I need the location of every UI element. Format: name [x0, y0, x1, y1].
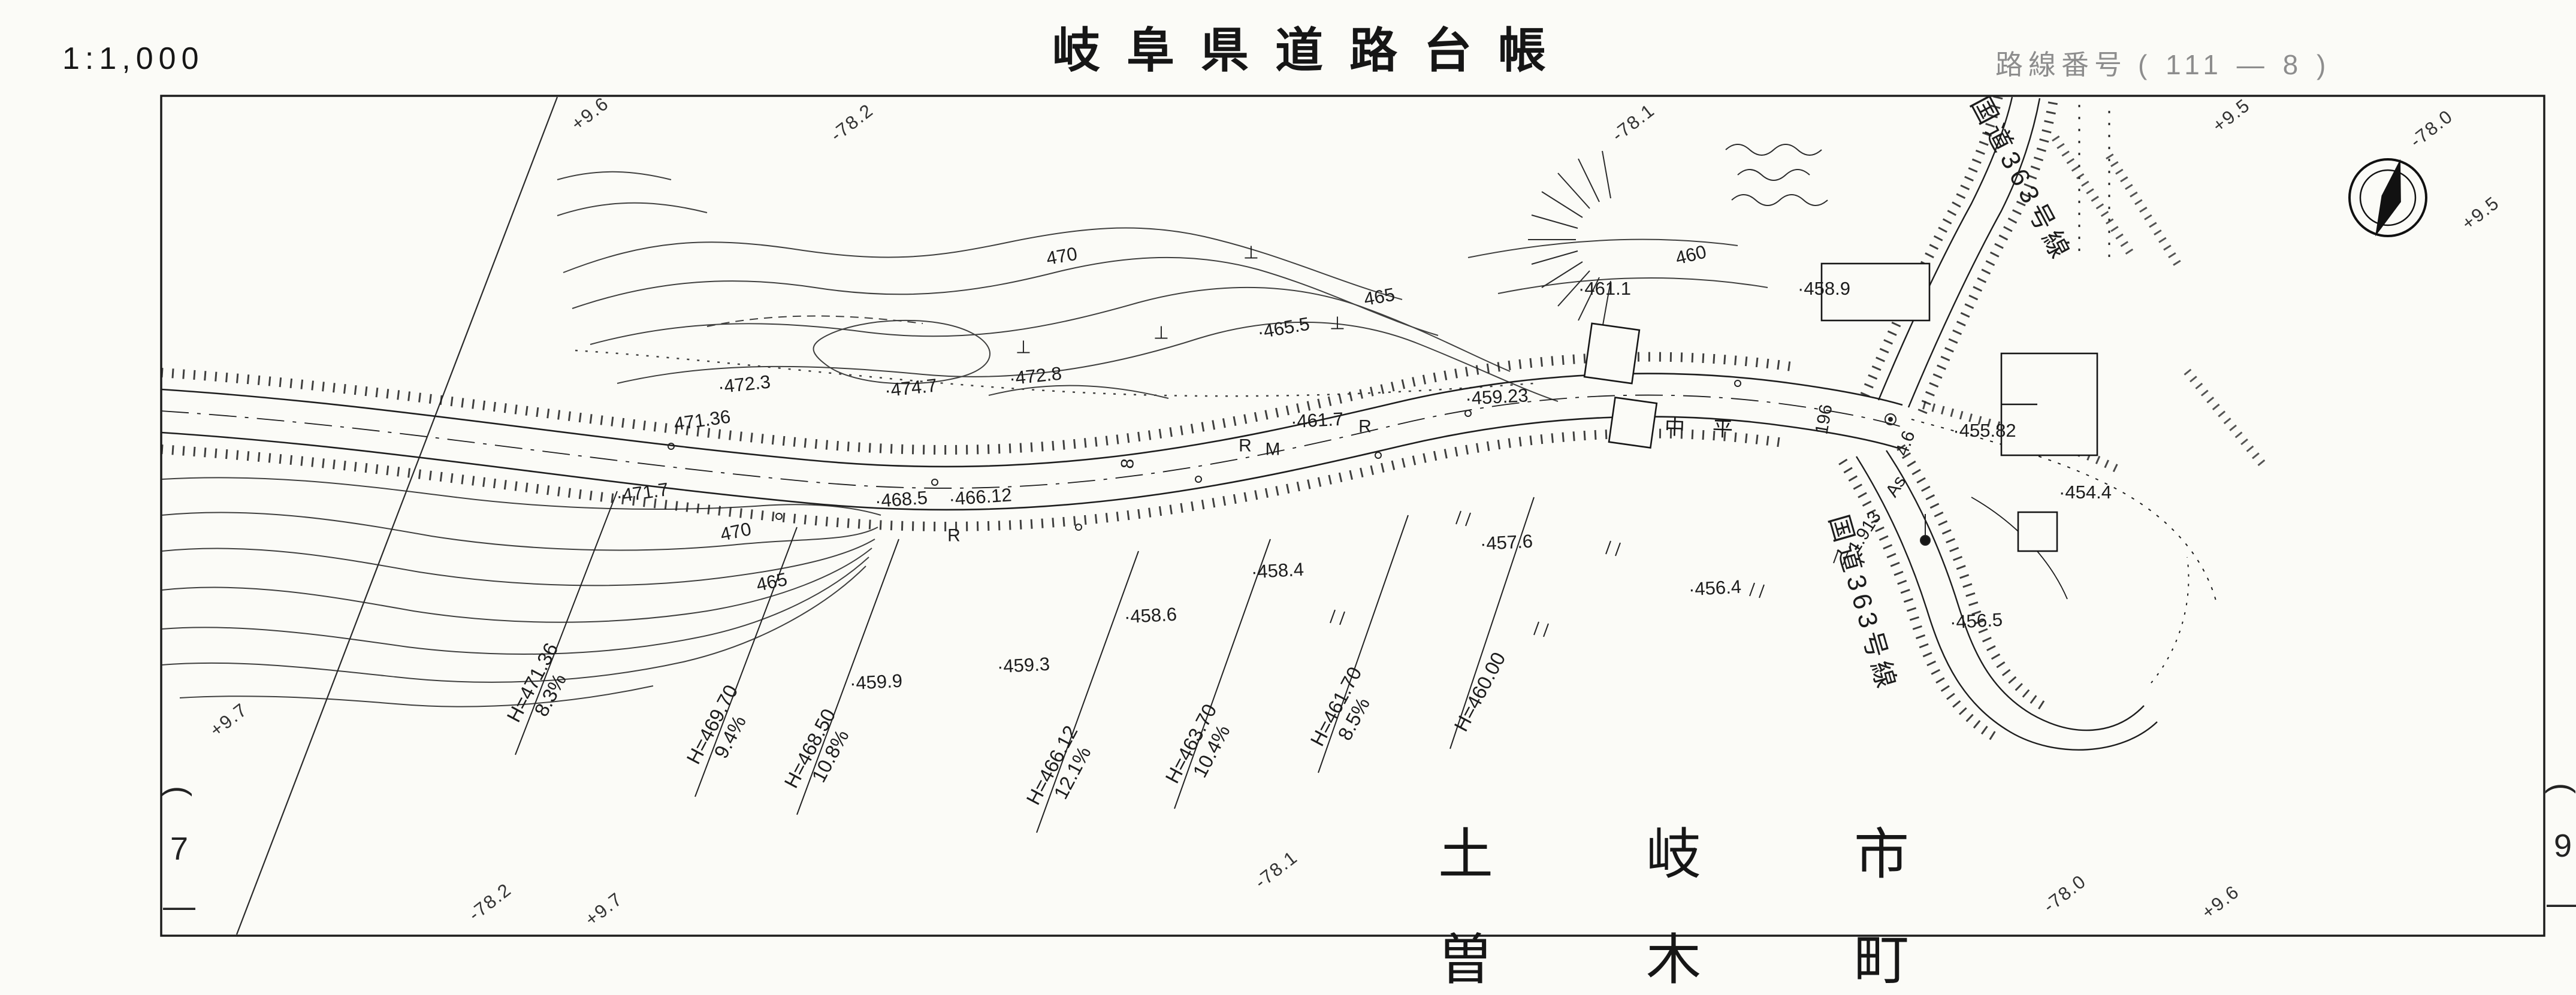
dash-glyph: — [2547, 885, 2576, 921]
route-number: 路線番号 ( 111 — 8 ) [1995, 43, 2331, 83]
survey-lines [515, 491, 1535, 833]
contour-lines [161, 171, 1768, 707]
map-drawing [160, 95, 2545, 937]
page-title: 岐阜県道路台帳 [1052, 24, 1572, 77]
slope-hachures [1528, 105, 2269, 470]
dash-glyph: — [163, 888, 195, 924]
main-road [161, 352, 1903, 531]
area-name-label: 中平 [1664, 416, 1761, 442]
town-name: 曽木町 [1438, 930, 2062, 991]
adjacent-sheet-ref-right: ( 9 — [2544, 770, 2576, 922]
adjacent-sheet-number-left: 7 [170, 831, 189, 867]
misc-symbols [668, 380, 1931, 637]
paren-glyph: ( [161, 786, 197, 797]
buildings [1583, 262, 2098, 552]
compass-rose [2348, 158, 2427, 237]
adjacent-sheet-number-right: 9 [2553, 828, 2572, 864]
boundary-line [235, 96, 558, 935]
route-363-south [1838, 401, 2218, 751]
paren-glyph: ( [2544, 783, 2576, 794]
map-frame [160, 95, 2545, 937]
route-number-label: 路線番号 [1995, 49, 2127, 80]
adjacent-sheet-ref-left: ( 7 — [161, 773, 197, 925]
city-name: 土岐市 [1438, 824, 2062, 885]
route-363-north [1860, 95, 2058, 415]
map-scale: 1:1,000 [62, 41, 204, 76]
route-number-value: ( 111 — 8 ) [2138, 49, 2332, 80]
